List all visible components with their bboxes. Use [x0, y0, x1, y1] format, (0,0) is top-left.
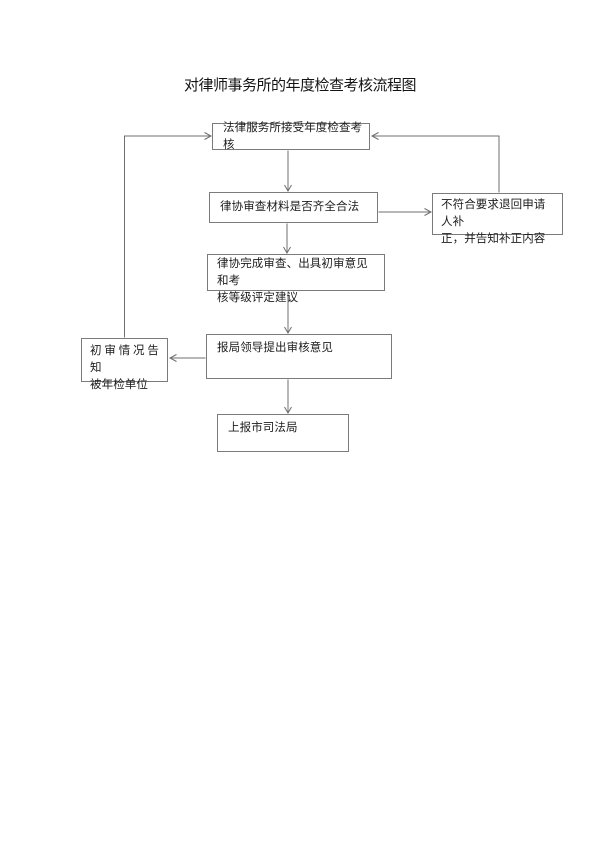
arrow-opinion-to-leader — [284, 291, 292, 334]
flow-node-label: 律协审查材料是否齐全合法 — [220, 201, 360, 213]
flow-node-preliminary-opinion: 律协完成审查、出具初审意见和考 核等级评定建议 — [207, 254, 385, 304]
flow-node-label-line2: 被年检单位 — [90, 379, 148, 391]
flow-node-notify-inspected-unit: 初审情况告知 被年检单位 — [81, 338, 168, 391]
arrow-leader-to-notify — [168, 354, 206, 362]
flow-node-report-justice-bureau: 上报市司法局 — [217, 414, 349, 452]
flow-node-label-line1: 不符合要求退回申请人补 — [441, 199, 546, 228]
flow-node-label: 报局领导提出审核意见 — [217, 342, 333, 354]
arrow-notify-to-accept — [124, 132, 213, 338]
arrow-reject-to-accept — [370, 132, 500, 193]
page-title: 对律师事务所的年度检查考核流程图 — [183, 78, 417, 94]
flow-node-return-for-correction: 不符合要求退回申请人补 正，并告知补正内容 — [432, 193, 563, 245]
flow-node-label: 法律服务所接受年度检查考核 — [223, 121, 363, 151]
arrow-accept-to-review — [284, 150, 292, 192]
flow-node-material-review: 律协审查材料是否齐全合法 — [209, 192, 378, 223]
arrow-review-to-opinion — [283, 223, 291, 254]
flow-node-label-line2: 正，并告知补正内容 — [441, 233, 546, 245]
flow-node-label-line1: 律协完成审查、出具初审意见和考 — [217, 258, 368, 287]
flow-node-label-line1: 初审情况告知 — [90, 345, 159, 374]
arrow-review-to-reject — [378, 208, 433, 216]
flow-node-bureau-leader-review: 报局领导提出审核意见 — [206, 334, 392, 379]
arrow-leader-to-report — [284, 379, 292, 414]
flow-node-label: 上报市司法局 — [228, 422, 298, 434]
flow-node-accept-annual-inspection: 法律服务所接受年度检查考核 — [212, 122, 370, 151]
flow-node-label-line2: 核等级评定建议 — [217, 292, 299, 304]
